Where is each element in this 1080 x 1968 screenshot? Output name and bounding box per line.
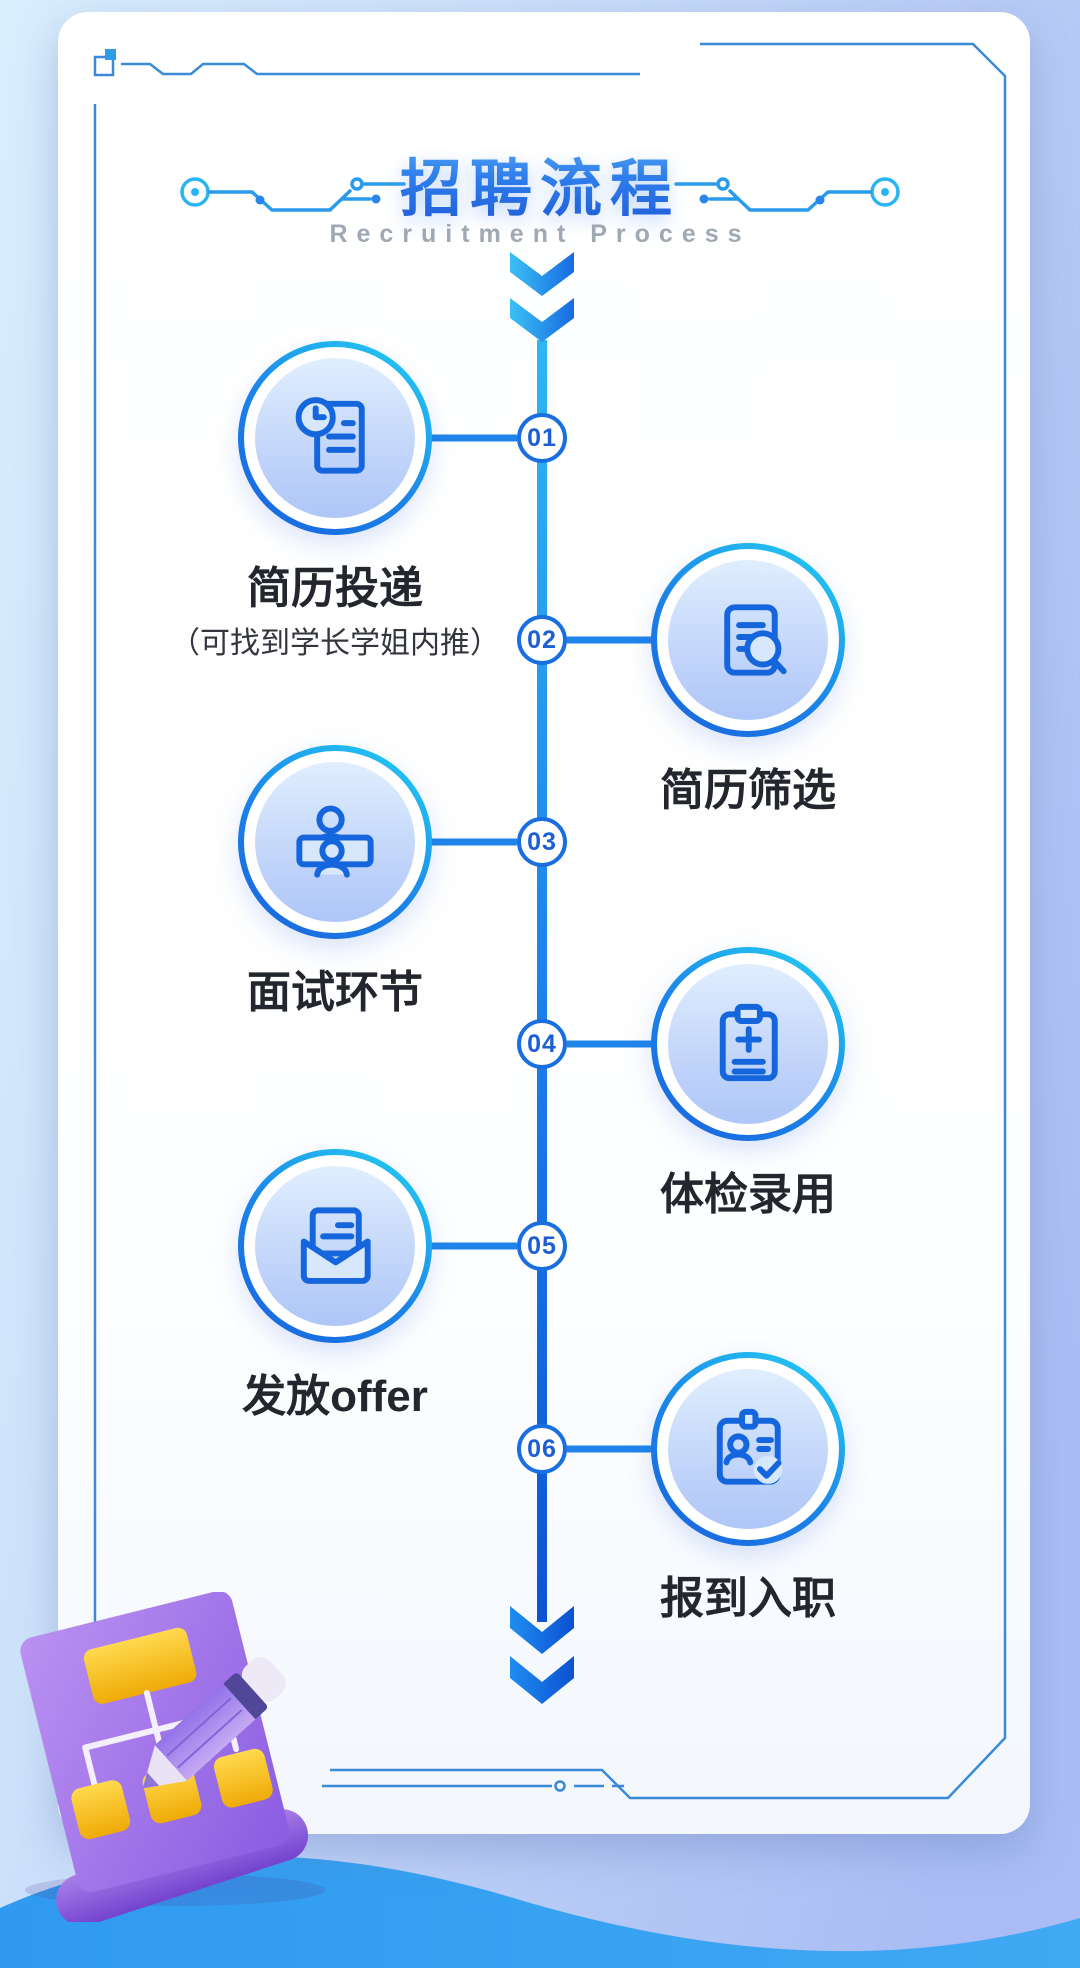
step-icon-circle	[651, 543, 845, 737]
step-label: 报到入职	[660, 1574, 836, 1623]
step-number-node: 03	[517, 817, 567, 867]
pencil-tip	[142, 1745, 187, 1789]
step-number: 01	[527, 423, 557, 452]
interview-people-icon	[296, 805, 374, 878]
step-note: （可找到学长学姐内推）	[170, 627, 500, 660]
flowchart-pencil-illustration	[20, 1592, 325, 1922]
flowchart-child-box	[213, 1748, 273, 1808]
step-label: 面试环节	[247, 968, 423, 1017]
flowchart-paper	[20, 1592, 309, 1922]
step-icon-circle	[651, 1352, 845, 1546]
step-number: 06	[527, 1434, 557, 1463]
step-number-node: 02	[517, 615, 567, 665]
icon-ring-inner	[255, 1166, 415, 1326]
resume-clock-icon	[295, 397, 365, 474]
step-number: 02	[527, 625, 557, 654]
pencil-band	[223, 1673, 268, 1719]
resume-search-icon	[724, 604, 787, 676]
icon-ring-inner	[255, 358, 415, 518]
step-icon-circle	[651, 947, 845, 1141]
step-icon-circle	[238, 341, 432, 535]
step-icon-circle	[238, 1149, 432, 1343]
step-number: 03	[527, 827, 557, 856]
step-label: 简历投递	[247, 564, 423, 613]
page-title: 招聘流程	[140, 138, 940, 228]
title-block: 招聘流程	[140, 138, 940, 228]
icon-ring-inner	[255, 762, 415, 922]
icon-ring-inner	[668, 1369, 828, 1529]
icon-ring-inner	[668, 560, 828, 720]
medical-clipboard-icon	[719, 1003, 778, 1082]
icon-ring-gap	[244, 1155, 426, 1337]
icon-ring-gap	[244, 751, 426, 933]
step-number-node: 06	[517, 1424, 567, 1474]
icon-ring-inner	[668, 964, 828, 1124]
flowchart-child-box	[71, 1780, 131, 1840]
pencil-nib	[142, 1772, 160, 1789]
offer-envelope-icon	[300, 1207, 371, 1284]
content-card	[58, 12, 1030, 1834]
flowchart-root-box	[83, 1627, 197, 1704]
page-subtitle: Recruitment Process	[329, 220, 751, 248]
pencil	[142, 1656, 286, 1789]
step-number: 04	[527, 1029, 557, 1058]
step-label: 体检录用	[660, 1170, 836, 1219]
step-icon-circle	[238, 745, 432, 939]
pencil-body	[154, 1683, 256, 1781]
icon-ring-gap	[657, 953, 839, 1135]
step-number: 05	[527, 1231, 557, 1260]
step-label: 简历筛选	[660, 766, 836, 815]
step-label: 发放offer	[242, 1372, 428, 1421]
step-number-node: 01	[517, 413, 567, 463]
icon-ring-gap	[657, 549, 839, 731]
badge-check-icon	[716, 1408, 783, 1485]
step-number-node: 04	[517, 1019, 567, 1069]
step-number-node: 05	[517, 1221, 567, 1271]
icon-ring-gap	[657, 1358, 839, 1540]
icon-ring-gap	[244, 347, 426, 529]
